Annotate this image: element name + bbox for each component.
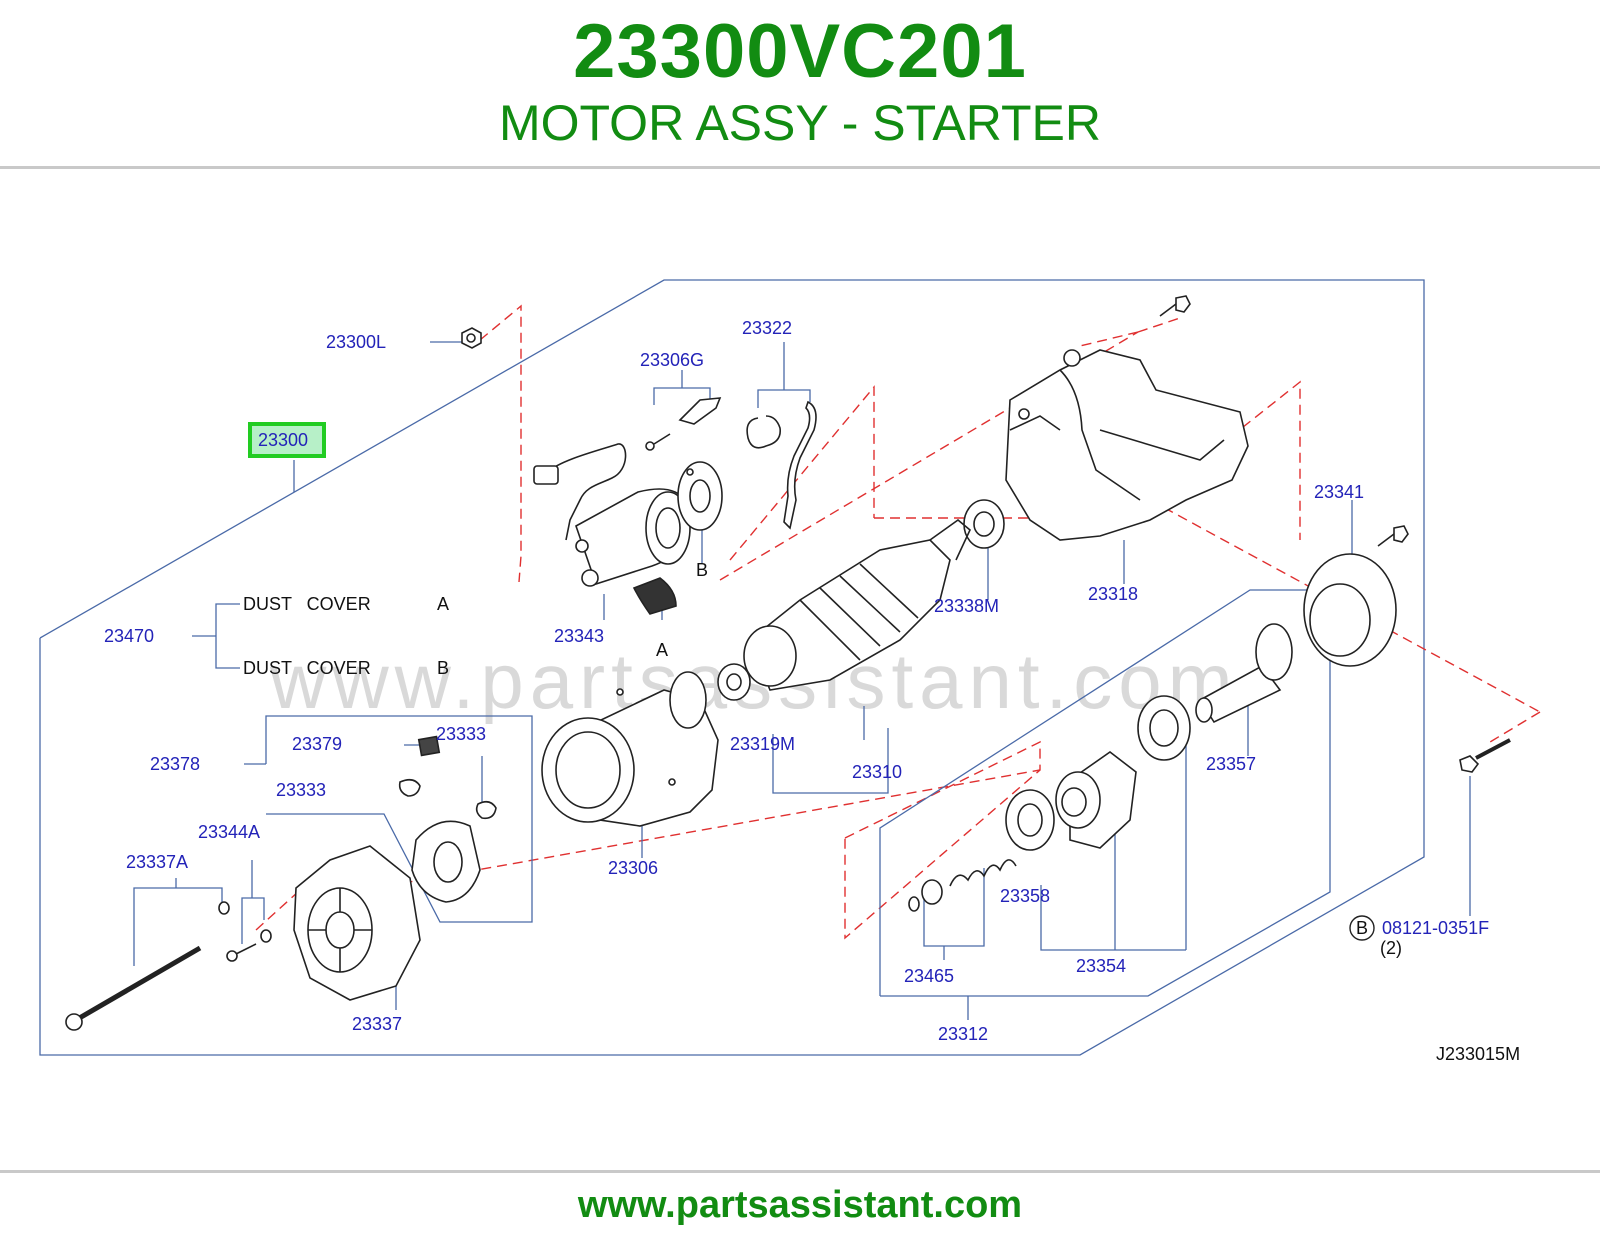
callout-labels: 23300L 23300 23306G 23322 23343 B A 2347… xyxy=(104,318,1520,1064)
clutch-23354 xyxy=(1055,751,1137,849)
brush-holder xyxy=(398,735,497,903)
callout-23318[interactable]: 23318 xyxy=(1088,584,1138,604)
screw-23306G xyxy=(645,397,722,451)
armature-23310 xyxy=(743,518,971,691)
footer-divider xyxy=(0,1170,1600,1173)
label-B: B xyxy=(696,560,708,580)
bolt-quantity: (2) xyxy=(1380,938,1402,958)
callout-23312[interactable]: 23312 xyxy=(938,1024,988,1044)
callout-23338M[interactable]: 23338M xyxy=(934,596,999,616)
callout-23470[interactable]: 23470 xyxy=(104,626,154,646)
header: 23300VC201 MOTOR ASSY - STARTER xyxy=(0,0,1600,168)
callout-23337A[interactable]: 23337A xyxy=(126,852,188,872)
bearing-large xyxy=(1137,695,1191,761)
label-A: A xyxy=(656,640,668,660)
callout-23357[interactable]: 23357 xyxy=(1206,754,1256,774)
callout-08121-0351F[interactable]: 08121-0351F xyxy=(1382,918,1489,938)
footer-url[interactable]: www.partsassistant.com xyxy=(577,1184,1023,1226)
gasket-B xyxy=(677,461,723,531)
circled-B-marker xyxy=(1349,915,1375,941)
housing-23318 xyxy=(1005,349,1249,541)
dust-cover-b-letter: B xyxy=(437,658,449,678)
part-number-title: 23300VC201 xyxy=(573,9,1027,94)
shaft-23357 xyxy=(1195,623,1293,724)
callout-23322[interactable]: 23322 xyxy=(742,318,792,338)
callout-23358[interactable]: 23358 xyxy=(1000,886,1050,906)
callout-23354[interactable]: 23354 xyxy=(1076,956,1126,976)
diagram-code: J233015M xyxy=(1436,1044,1520,1064)
bolt-top xyxy=(1159,295,1191,317)
callout-23306[interactable]: 23306 xyxy=(608,858,658,878)
callout-23344A[interactable]: 23344A xyxy=(198,822,260,842)
part-description: MOTOR ASSY - STARTER xyxy=(499,95,1101,151)
circled-B-letter: B xyxy=(1356,918,1368,938)
dust-cover-b-label: DUST COVER xyxy=(243,658,371,678)
parts-diagram: www.partsassistant.com xyxy=(39,279,1541,1064)
component-drawings xyxy=(65,295,1511,1031)
bearing-23358 xyxy=(1005,789,1055,851)
callout-23337[interactable]: 23337 xyxy=(352,1014,402,1034)
yoke-23306 xyxy=(541,671,719,827)
bearing-23319M xyxy=(717,663,751,701)
lead-wire xyxy=(533,443,627,541)
bearing-23338M xyxy=(963,499,1005,549)
callout-23378[interactable]: 23378 xyxy=(150,754,200,774)
dust-cover-a-letter: A xyxy=(437,594,449,614)
callout-23341[interactable]: 23341 xyxy=(1314,482,1364,502)
callout-23306G[interactable]: 23306G xyxy=(640,350,704,370)
through-bolt-23337A xyxy=(65,945,202,1031)
dust-cover-a-label: DUST COVER xyxy=(243,594,371,614)
bolt-08121 xyxy=(1459,738,1511,773)
callout-23379[interactable]: 23379 xyxy=(292,734,342,754)
callout-23319M[interactable]: 23319M xyxy=(730,734,795,754)
callout-23310[interactable]: 23310 xyxy=(852,762,902,782)
callout-23343[interactable]: 23343 xyxy=(554,626,604,646)
lever-23322 xyxy=(746,400,817,530)
nut-23300L xyxy=(461,327,482,349)
cover-23341 xyxy=(1303,525,1409,667)
callout-23300[interactable]: 23300 xyxy=(258,430,308,450)
callout-23465[interactable]: 23465 xyxy=(904,966,954,986)
callout-23333-lower[interactable]: 23333 xyxy=(276,780,326,800)
callout-23333-upper[interactable]: 23333 xyxy=(436,724,486,744)
cover-A xyxy=(632,577,677,615)
spring-23465 xyxy=(908,859,1017,912)
screw-23344A xyxy=(218,901,272,962)
end-frame-23337 xyxy=(293,845,421,1001)
solenoid-23343 xyxy=(575,488,691,587)
highlight-23300 xyxy=(248,422,326,458)
assembly-boundary xyxy=(39,279,1425,1056)
callout-23300L[interactable]: 23300L xyxy=(326,332,386,352)
header-divider xyxy=(0,166,1600,169)
